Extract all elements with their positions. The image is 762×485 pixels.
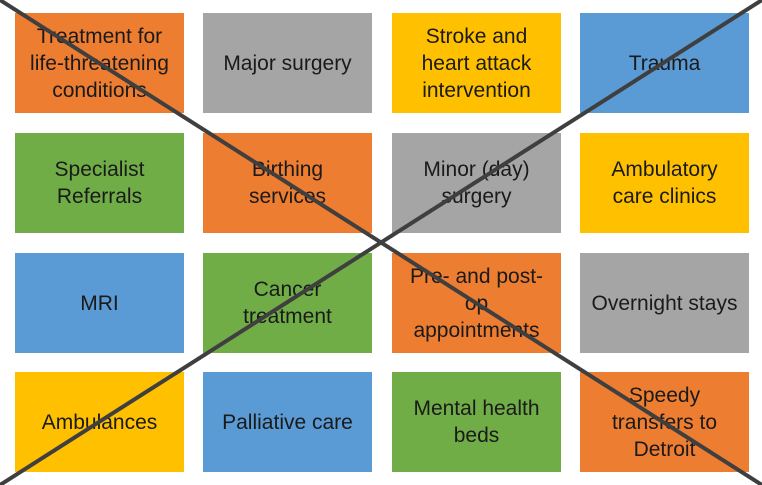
tile-pre-post-op-appointments: Pre- and post- op appointments — [392, 253, 561, 353]
tile-mri: MRI — [15, 253, 184, 353]
tile-minor-day-surgery: Minor (day) surgery — [392, 133, 561, 233]
tile-cancer-treatment: Cancer treatment — [203, 253, 372, 353]
tile-overnight-stays: Overnight stays — [580, 253, 749, 353]
tile-treatment-life-threatening: Treatment for life-threatening condition… — [15, 13, 184, 113]
tile-ambulances: Ambulances — [15, 372, 184, 472]
tile-speedy-transfers-detroit: Speedy transfers to Detroit — [580, 372, 749, 472]
tile-mental-health-beds: Mental health beds — [392, 372, 561, 472]
tile-specialist-referrals: Specialist Referrals — [15, 133, 184, 233]
tile-birthing-services: Birthing services — [203, 133, 372, 233]
tile-trauma: Trauma — [580, 13, 749, 113]
tile-stroke-heart-attack: Stroke and heart attack intervention — [392, 13, 561, 113]
tile-ambulatory-care-clinics: Ambulatory care clinics — [580, 133, 749, 233]
tile-palliative-care: Palliative care — [203, 372, 372, 472]
tile-major-surgery: Major surgery — [203, 13, 372, 113]
